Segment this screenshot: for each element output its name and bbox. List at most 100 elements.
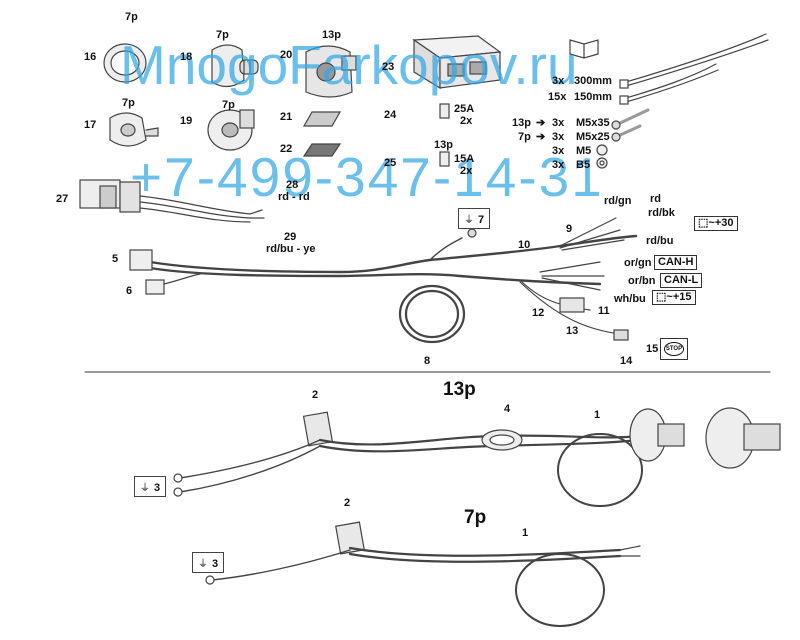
part-number-28: 28: [286, 179, 299, 191]
manual-book-icon: [569, 39, 599, 59]
bus-can-l: CAN-L: [660, 273, 703, 288]
section-title-7p: 7p: [464, 507, 487, 528]
tie-long-length: 300mm: [574, 75, 612, 87]
terminal-plus30: ⬚~+30: [694, 216, 738, 231]
part-number-24: 24: [384, 109, 397, 121]
washer-qty: 3x: [552, 159, 565, 171]
ground-number-3-7p: 3: [212, 558, 219, 570]
pin-label-20: 13p: [322, 29, 341, 41]
watermark-site: MnogoFarkopov.ru: [120, 34, 578, 96]
control-module-23: [412, 35, 502, 90]
part-number-5: 5: [112, 253, 119, 265]
part-number-1-7p: 1: [522, 527, 529, 539]
terminal-plus15: ⬚~+15: [652, 290, 696, 305]
screws: [596, 108, 650, 169]
wire-or-bn: or/bn: [628, 275, 656, 287]
ground-icon: ⏚: [198, 559, 208, 570]
screw1-size: M5x35: [576, 117, 610, 129]
main-harness: [129, 217, 638, 341]
part-number-9: 9: [566, 223, 573, 235]
part-number-2-13p: 2: [312, 389, 319, 401]
part-number-29: 29: [284, 231, 297, 243]
part-number-23: 23: [382, 61, 395, 73]
stop-lamp-text: STOP: [663, 342, 685, 356]
fuse-24: [439, 103, 450, 119]
part-number-6: 6: [126, 285, 133, 297]
part-number-4: 4: [504, 403, 511, 415]
cable-coil-8: [398, 284, 466, 344]
nut-qty: 3x: [552, 145, 565, 157]
ground-icon: ⏚: [140, 483, 150, 494]
fuse-25: [439, 151, 450, 167]
part-number-19: 19: [180, 115, 193, 127]
socket-icon: ⬚: [698, 217, 709, 229]
part-number-20: 20: [280, 49, 293, 61]
part-number-25: 25: [384, 157, 397, 169]
fuse-25-rating: 15A: [454, 153, 475, 165]
wire-label-28: rd - rd: [278, 191, 310, 203]
wire-rd: rd: [650, 193, 661, 205]
stop-lamp-icon: STOP: [660, 338, 688, 360]
pin-label-19: 7p: [222, 99, 235, 111]
part-number-18: 18: [180, 51, 193, 63]
part-number-27: 27: [56, 193, 69, 205]
wire-label-29: rd/bu - ye: [266, 243, 316, 255]
part-number-11: 11: [598, 305, 610, 317]
part-number-8: 8: [424, 355, 431, 367]
terminal-plus30-text: +30: [714, 217, 734, 229]
cable-ties: [619, 33, 769, 105]
watermark-phone: +7-499-347-14-31: [130, 146, 604, 208]
part-number-21: 21: [280, 111, 293, 123]
screw2-size: M5x25: [576, 131, 610, 143]
pin-label-25: 13p: [434, 139, 453, 151]
pin-label-18: 7p: [216, 29, 229, 41]
screw2-arrow: ➔: [536, 131, 546, 143]
ground-icon: ⏚: [464, 215, 474, 226]
socket-18: [211, 44, 259, 88]
part-number-1-13p: 1: [594, 409, 601, 421]
fuse-24-rating: 25A: [454, 103, 475, 115]
wire-or-gn: or/gn: [624, 257, 652, 269]
socket-20: [305, 45, 357, 98]
screw1-arrow: ➔: [536, 117, 546, 129]
ground-label-3-13p: ⏚3: [134, 476, 167, 497]
terminal-plus15-text: +15: [672, 291, 692, 303]
part-number-12: 12: [532, 307, 545, 319]
pin-label-17: 7p: [122, 97, 135, 109]
part-number-10: 10: [518, 239, 531, 251]
socket-flange-17: [109, 112, 159, 147]
part-number-13: 13: [566, 325, 579, 337]
fuse-24-qty: 2x: [460, 115, 473, 127]
wire-rd-gn: rd/gn: [604, 195, 632, 207]
washer-size: B5: [576, 159, 591, 171]
tie-short-qty: 15x: [548, 91, 567, 103]
seal-pad-21: [302, 111, 342, 127]
nut-size: M5: [576, 145, 592, 157]
ground-label-7: ⏚7: [458, 208, 491, 229]
ground-number-3-13p: 3: [154, 482, 161, 494]
pin-label-16: 7p: [125, 11, 138, 23]
fuse-25-qty: 2x: [460, 165, 473, 177]
socket-19: [207, 109, 255, 151]
part-number-16: 16: [84, 51, 97, 63]
screw1-connector: 13p: [512, 117, 531, 129]
screw1-qty: 3x: [552, 117, 565, 129]
connector-bundle-27: [79, 179, 265, 223]
bus-can-h: CAN-H: [654, 255, 698, 270]
part-number-17: 17: [84, 119, 97, 131]
part-number-15: 15: [646, 343, 659, 355]
ground-number-7: 7: [478, 214, 485, 226]
wire-wh-bu: wh/bu: [614, 293, 646, 305]
wire-rd-bu: rd/bu: [646, 235, 674, 247]
section-title-13p: 13p: [443, 379, 476, 400]
harness-13p: [173, 407, 781, 507]
part-number-22: 22: [280, 143, 293, 155]
tie-long-qty: 3x: [552, 75, 565, 87]
screw2-qty: 3x: [552, 131, 565, 143]
screw2-connector: 7p: [518, 131, 531, 143]
socket-icon: ⬚: [656, 291, 667, 303]
seal-pad-22: [302, 143, 342, 157]
grommet-16: [103, 43, 147, 83]
